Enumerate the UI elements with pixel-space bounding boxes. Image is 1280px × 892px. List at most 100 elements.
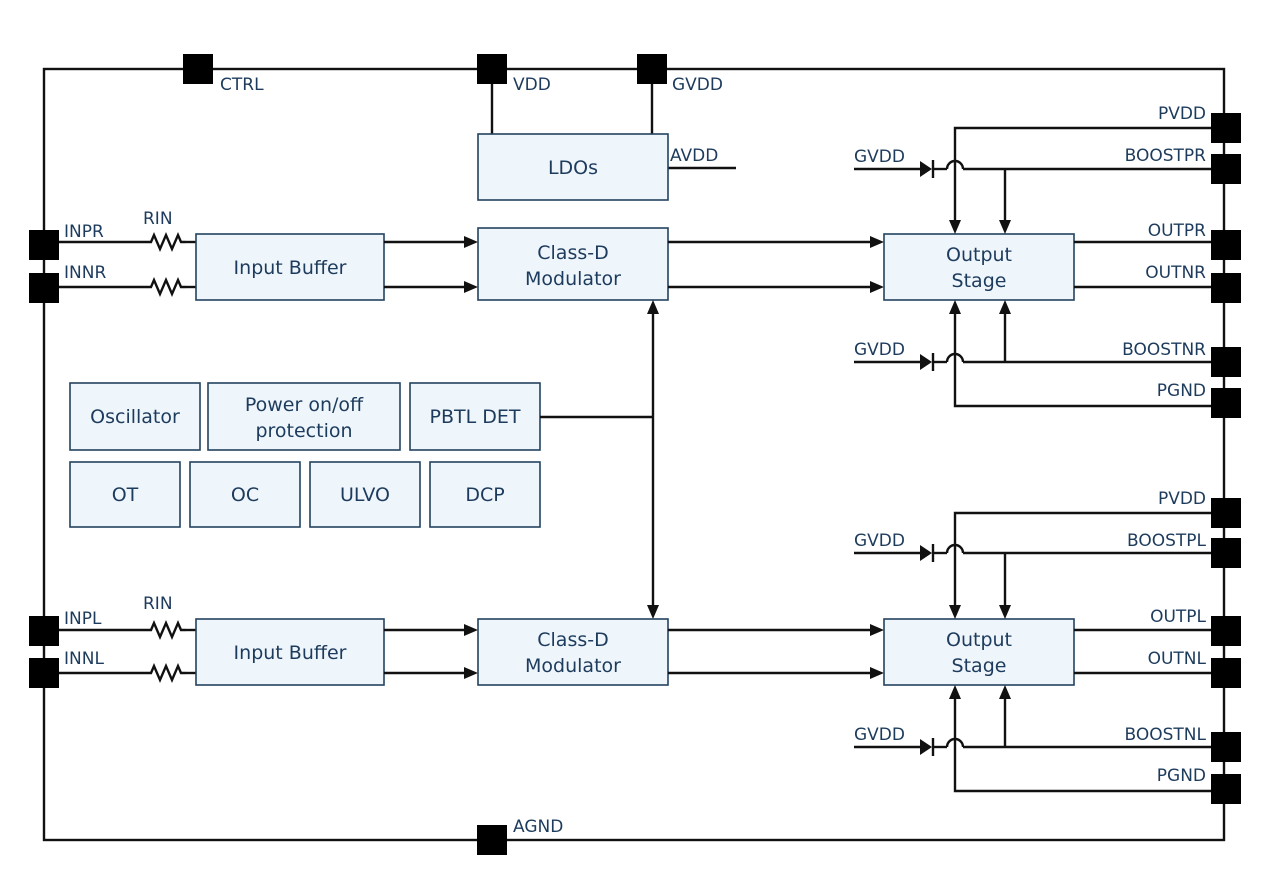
pin-outnl-label: OUTNL: [1148, 649, 1207, 669]
output-stage-r: [883, 233, 1075, 301]
arrow-icon: [949, 220, 961, 234]
arrow-icon: [464, 667, 478, 679]
classd-r-line1: Class-D: [537, 242, 608, 264]
pin-boostnr-icon: [1211, 347, 1241, 377]
pin-boostpr-icon: [1211, 154, 1241, 184]
chip-outline: [42, 67, 1226, 842]
pin-outpl-label: OUTPL: [1150, 607, 1206, 627]
ldos-block: [477, 133, 669, 201]
pin-innr-label: INNR: [64, 263, 106, 283]
pin-pgnd-r-label: PGND: [1157, 381, 1206, 401]
pin-outpl-icon: [1211, 616, 1241, 646]
ot-block: [69, 461, 181, 528]
pin-inpl-label: INPL: [64, 609, 102, 629]
classd-modulator-r: [477, 227, 669, 301]
gvdd-label-nl: GVDD: [854, 725, 905, 745]
diode-icon: [920, 161, 932, 177]
pin-vdd-icon: [477, 54, 507, 84]
arrow-icon: [949, 605, 961, 619]
pin-outnr-label: OUTNR: [1145, 263, 1206, 283]
pin-gvdd-icon: [637, 54, 667, 84]
gvdd-label-nr: GVDD: [854, 340, 905, 360]
arrow-icon: [949, 300, 961, 314]
input-buffer-r-label: Input Buffer: [234, 257, 347, 279]
pin-boostpl-icon: [1211, 538, 1241, 568]
power-on-off-protection-block: [207, 382, 401, 451]
pbtl-det-block: [409, 382, 541, 451]
output-l-line1: Output: [946, 629, 1012, 651]
pin-vdd-label: VDD: [513, 75, 551, 95]
pin-agnd-label: AGND: [513, 817, 563, 837]
pin-outnl-icon: [1211, 658, 1241, 688]
pin-outnr-icon: [1211, 273, 1241, 303]
classd-l-line2: Modulator: [525, 655, 621, 677]
pin-inpr-label: INPR: [64, 222, 104, 242]
pin-boostnr-label: BOOSTNR: [1122, 340, 1206, 360]
dcp-block: [429, 461, 541, 528]
input-buffer-r: [195, 233, 385, 301]
input-buffer-l-label: Input Buffer: [234, 642, 347, 664]
avdd-label: AVDD: [670, 146, 718, 166]
pin-outpr-icon: [1211, 230, 1241, 260]
arrow-icon: [870, 236, 884, 248]
power-label-1: Power on/off: [245, 394, 364, 416]
pin-ctrl-icon: [183, 54, 213, 84]
oc-label: OC: [231, 484, 259, 506]
power-label-2: protection: [255, 420, 352, 442]
oc-block: [189, 461, 301, 528]
pin-pgnd-r-icon: [1211, 388, 1241, 418]
pin-pgnd-l-label: PGND: [1157, 766, 1206, 786]
classd-r-line2: Modulator: [525, 268, 621, 290]
output-stage-l: [883, 618, 1075, 686]
pin-agnd-icon: [477, 825, 507, 855]
output-l-line2: Stage: [952, 655, 1007, 677]
arrow-icon: [464, 236, 478, 248]
classd-l-line1: Class-D: [537, 629, 608, 651]
ulvo-block: [309, 461, 421, 528]
pin-inpr-icon: [29, 230, 59, 260]
arrow-icon: [870, 667, 884, 679]
pbtl-det-label: PBTL DET: [430, 406, 521, 428]
pin-pvdd-l-icon: [1211, 498, 1241, 528]
ldos-label: LDOs: [548, 157, 598, 179]
pin-innl-label: INNL: [64, 649, 104, 669]
pin-pvdd-r-label: PVDD: [1158, 104, 1206, 124]
pin-boostnl-icon: [1211, 732, 1241, 762]
dcp-label: DCP: [465, 484, 504, 506]
diode-icon: [920, 354, 932, 370]
arrow-icon: [464, 624, 478, 636]
diode-icon: [920, 739, 932, 755]
oscillator-label: Oscillator: [90, 406, 180, 428]
rin-resistor-innl: [144, 664, 188, 682]
pin-ctrl-label: CTRL: [220, 75, 264, 95]
arrow-icon: [647, 300, 659, 314]
pin-boostpr-label: BOOSTPR: [1125, 146, 1207, 166]
arrow-icon: [949, 685, 961, 699]
rin-resistor-inpl: [144, 621, 188, 639]
output-r-line1: Output: [946, 244, 1012, 266]
rin-label-r: RIN: [143, 209, 173, 229]
arrow-icon: [870, 624, 884, 636]
ot-label: OT: [112, 484, 139, 506]
arrow-icon: [647, 605, 659, 619]
arrow-icon: [464, 281, 478, 293]
input-buffer-l: [195, 618, 385, 686]
output-r-line2: Stage: [952, 270, 1007, 292]
arrow-icon: [999, 605, 1011, 619]
ulvo-label: ULVO: [340, 484, 390, 506]
diode-icon: [920, 545, 932, 561]
pin-pvdd-r-icon: [1211, 113, 1241, 143]
arrow-icon: [999, 220, 1011, 234]
pin-innr-icon: [29, 273, 59, 303]
arrow-icon: [999, 300, 1011, 314]
pin-boostpl-label: BOOSTPL: [1127, 531, 1207, 551]
gvdd-label-pl: GVDD: [854, 531, 905, 551]
rin-resistor-innr: [144, 278, 188, 296]
pin-gvdd-label: GVDD: [672, 75, 723, 95]
rin-resistor-inpr: [144, 233, 188, 251]
oscillator-block: [69, 382, 201, 451]
arrow-icon: [999, 685, 1011, 699]
rin-label-l: RIN: [143, 594, 173, 614]
pin-inpl-icon: [29, 616, 59, 646]
arrow-icon: [870, 281, 884, 293]
